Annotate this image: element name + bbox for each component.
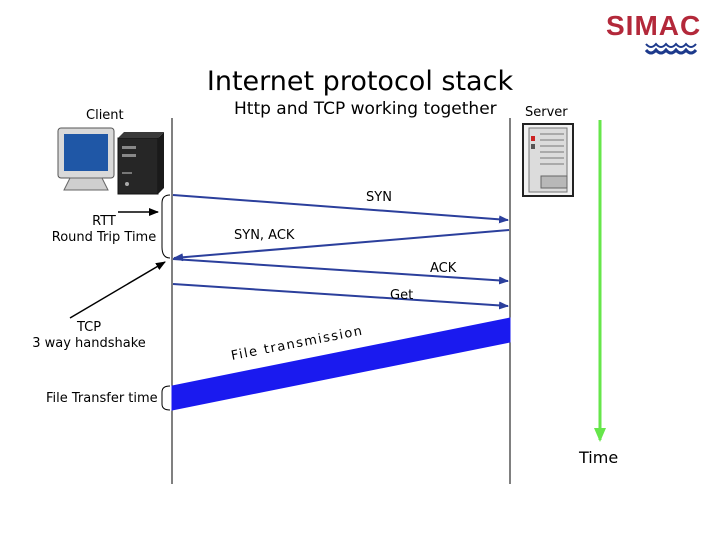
get-arrow [172, 283, 509, 310]
rtt-bracket [161, 194, 171, 259]
server-label: Server [525, 105, 568, 120]
client-label: Client [86, 108, 124, 123]
desktop-computer-icon [57, 127, 164, 195]
file-transfer-time-label: File Transfer time [46, 391, 158, 406]
tcp-label-line2: 3 way handshake [32, 336, 146, 351]
syn-ack-label: SYN, ACK [234, 228, 295, 243]
syn-label: SYN [366, 190, 392, 205]
rtt-label: RTT Round Trip Time [40, 214, 168, 246]
ack-label: ACK [430, 261, 457, 276]
rtt-label-line1: RTT [92, 214, 116, 229]
ack-arrow [172, 258, 509, 285]
tcp-label-line1: TCP [76, 320, 102, 335]
page-title: Internet protocol stack [206, 66, 514, 97]
simac-logo: SIMAC [606, 10, 710, 56]
logo-wordmark: SIMAC [606, 10, 702, 41]
syn-arrow [172, 194, 509, 224]
server-tower-icon [522, 123, 574, 197]
tcp-handshake-label: TCP 3 way handshake [24, 320, 154, 352]
logo-waves-icon [644, 42, 698, 55]
tcp-pointer-arrow [69, 261, 166, 319]
time-label: Time [579, 448, 619, 467]
file-transmission-band [171, 317, 511, 411]
rtt-label-line2: Round Trip Time [51, 230, 157, 245]
get-label: Get [390, 288, 414, 303]
file-transfer-bracket [161, 385, 171, 411]
page-subtitle: Http and TCP working together [234, 99, 497, 119]
syn-ack-arrow [173, 229, 510, 262]
